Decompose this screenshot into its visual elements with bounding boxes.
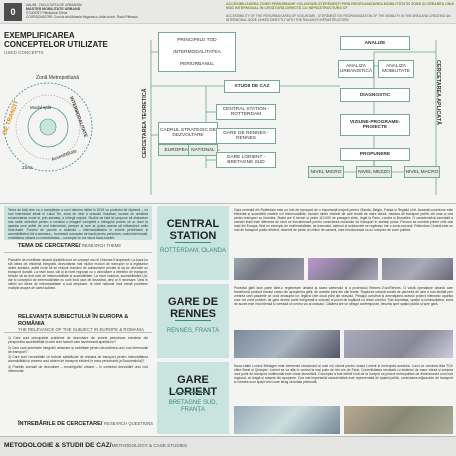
relevance-heading: RELEVANȚA SUBIECTULUI ÎN EUROPA & ROMÂNI…: [18, 314, 154, 334]
concept-rings-diagram: Zonă Metropolitană INTERMODALITATE DE TR…: [2, 75, 93, 172]
concepts-subtitle: USED CONCEPTS: [4, 50, 44, 55]
footer-title-en: METHODOLOGY & CASE STUDIES: [111, 443, 188, 448]
case-divider-lorient: [175, 392, 211, 393]
photo-rotterdam-2: [308, 258, 378, 280]
photo-rotterdam-3: [382, 258, 453, 280]
case-name-rennes: GARE DE RENNES: [167, 296, 219, 320]
box-analysis: ANALIZE: [340, 36, 410, 50]
questions-title-en: RESEARCH QUESTIONS: [104, 421, 154, 426]
header-bar: 0 UAUIM - FACULTATEA DE URBANISM MASTER …: [0, 0, 456, 24]
footer-bar: METODOLOGIE & STUDII DE CAZ/METHODOLOGY …: [0, 436, 456, 456]
box-case-rennes: GARE DE RENNES - RENNES: [216, 128, 276, 144]
coordinators: COORDONATORI: Conf.dr.arh.Mihaela Negule…: [26, 15, 139, 19]
box-level-micro: NIVEL MICRO: [308, 166, 344, 178]
case-text-lorient: Noua stație Lorient Bretagne este elemen…: [234, 364, 453, 384]
box-tod-principles: PRINCIPIILE TOD INTERMODALITATEA PERIURB…: [158, 32, 236, 72]
box-national: NATIONAL: [188, 144, 218, 156]
box-proposal: PROPUNERE: [340, 148, 410, 161]
label-theoretical-research: CERCETAREA TEORETICĂ: [142, 88, 148, 158]
theme-title: TEMA DE CERCETARE/: [18, 243, 81, 249]
theme-text: Planurile de mobilitate urbană durabilă …: [8, 258, 148, 290]
project-subtitle: ACCESSIBILITY OF THE PERIURBAN AREA OF V…: [226, 14, 451, 22]
photo-rennes-2: [344, 330, 453, 358]
case-text-rennes: Proiectul gării face parte dintr-o regen…: [234, 286, 453, 306]
divider-relevance: [4, 332, 152, 333]
case-name-rotterdam: CENTRAL STATION: [166, 218, 220, 242]
intro-text: Tema de față vine ca o completare a unui…: [8, 208, 148, 240]
box-vision: VIZIUNE-PROGRAME-PROIECTE: [340, 114, 410, 136]
tod-principles-label: PRINCIPIILE TOD: [177, 37, 217, 43]
photo-rennes: [234, 330, 340, 358]
box-level-macro: NIVEL MACRO: [404, 166, 440, 178]
case-divider-rennes: [175, 320, 211, 321]
case-location-rotterdam: ROTTERDAM, OLANDA: [159, 248, 226, 254]
relevance-title-en: THE RELEVANCE OF THE SUBJECT IN EUROPE &…: [18, 327, 144, 332]
questions-title: ÎNTREBĂRILE DE CERCETARE/: [18, 421, 103, 427]
divider-top: [0, 203, 456, 204]
case-name-lorient: GARE LORIENT: [168, 374, 218, 398]
label-applied-research: CERCETAREA APLICATĂ: [435, 60, 441, 125]
box-urban-analysis: ANALIZA URBANISTICĂ: [338, 60, 374, 78]
student-name: STUDENT: Pătrășcioiu Elena: [26, 11, 68, 15]
intro-background: [4, 206, 152, 240]
sheet-number: 0: [4, 3, 22, 21]
program-name: MASTER MOBILITATE URBANĂ: [26, 7, 81, 11]
case-location-rennes: RENNES, FRANȚA: [166, 328, 220, 334]
divider-theme: [4, 252, 152, 253]
periurban-label: PERIURBANUL: [179, 61, 215, 67]
case-location-lorient: BRETAGNE SUD, FRANȚA: [168, 400, 218, 413]
photo-rotterdam: [234, 258, 304, 280]
box-mobility-analysis: ANALIZA MOBILITATE: [378, 60, 414, 78]
university-name: UAUIM - FACULTATEA DE URBANISM: [26, 3, 82, 7]
ring-label-modal: Modal split: [30, 105, 52, 110]
case-card-rennes: GARE DE RENNES RENNES, FRANȚA: [157, 284, 229, 358]
box-case-rotterdam: CENTRAL STATION - ROTTERDAM: [216, 104, 276, 120]
question-3: 3) Care sunt necesitățile ce trebuie sat…: [8, 355, 148, 363]
case-card-rotterdam: CENTRAL STATION ROTTERDAM, OLANDA: [157, 206, 229, 280]
project-title: ACCESIBILIZAREA ZONEI PERIURBANE VOLUNTA…: [226, 2, 454, 11]
university-block: UAUIM - FACULTATEA DE URBANISM MASTER MO…: [26, 3, 206, 19]
photo-lorient-2: [344, 406, 453, 434]
research-questions-list: 1) Care sunt principalele probleme de de…: [8, 336, 148, 418]
theme-heading: TEMA DE CERCETARE/ RESEARCH THEME: [18, 243, 154, 250]
theme-title-en: RESEARCH THEME: [82, 243, 122, 248]
case-divider-rotterdam: [175, 242, 211, 243]
case-text-rotterdam: Gara centrală din Rotterdam este un hub …: [234, 208, 453, 232]
photo-lorient: [234, 406, 340, 434]
box-level-mezzo: NIVEL MEZZO: [356, 166, 392, 178]
question-1: 1) Care sunt principalele probleme de de…: [8, 336, 148, 344]
ring-label-metro: Zonă Metropolitană: [36, 75, 79, 81]
box-case-studies: STUDII DE CAZ: [224, 80, 280, 93]
question-4: 4) Posibile scenarii de dezvoltare – rec…: [8, 364, 148, 373]
intermodality-label: INTERMODALITATEA: [173, 49, 221, 55]
footer-title: METODOLOGIE & STUDII DE CAZ/: [4, 442, 112, 449]
case-card-lorient: GARE LORIENT BRETAGNE SUD, FRANȚA: [157, 362, 229, 434]
question-2: 2) Care sunt premisele integrării urbani…: [8, 345, 148, 354]
concepts-title: EXEMPLIFICAREA CONCEPTELOR UTILIZATE: [4, 31, 108, 49]
footer-heading: METODOLOGIE & STUDII DE CAZ/METHODOLOGY …: [4, 442, 187, 449]
box-case-lorient: GARE LORIENT - BRETAGNE SUD: [216, 152, 276, 168]
ring-label-zone: Zona: [22, 165, 33, 170]
questions-heading: ÎNTREBĂRILE DE CERCETARE/ RESEARCH QUEST…: [18, 421, 154, 428]
box-diagnostic: DIAGNOSTIC: [340, 88, 410, 102]
relevance-title: RELEVANȚA SUBIECTULUI ÎN EUROPA & ROMÂNI…: [18, 314, 129, 327]
box-strategic-framework: CADRUL STRATEGIC DE DEZVOLTARE: [158, 122, 218, 144]
